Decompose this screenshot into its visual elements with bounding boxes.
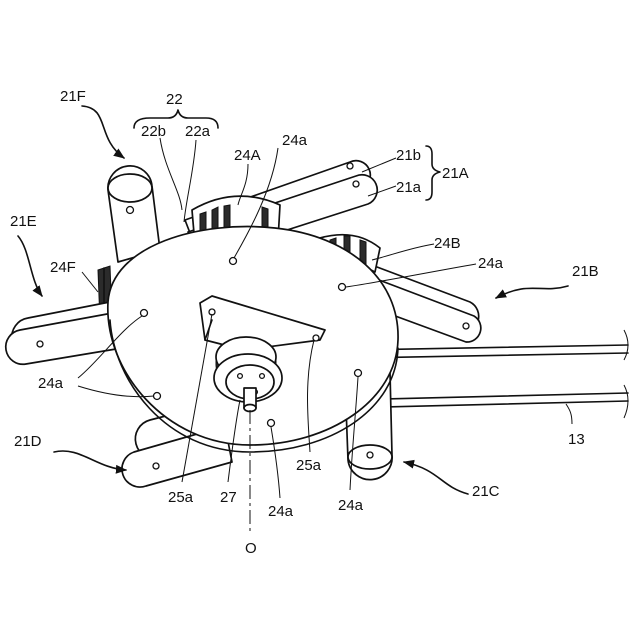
label-axis-o: O — [245, 540, 257, 557]
label-24a-top: 24a — [282, 132, 308, 149]
label-22a: 22a — [185, 123, 211, 140]
label-24B: 24B — [434, 235, 461, 252]
label-24F: 24F — [50, 259, 76, 276]
label-24a-left: 24a — [38, 375, 64, 392]
label-27: 27 — [220, 489, 237, 506]
label-21b: 21b — [396, 147, 421, 164]
label-21A: 21A — [442, 165, 469, 182]
label-25a-right: 25a — [296, 457, 322, 474]
label-13: 13 — [568, 431, 585, 448]
label-24a-bottom-1: 24a — [268, 503, 294, 520]
label-25a-left: 25a — [168, 489, 194, 506]
label-21F: 21F — [60, 88, 86, 105]
label-24A: 24A — [234, 147, 261, 164]
label-21C: 21C — [472, 483, 500, 500]
label-22: 22 — [166, 91, 183, 108]
label-21B: 21B — [572, 263, 599, 280]
label-21a: 21a — [396, 179, 422, 196]
label-24a-right: 24a — [478, 255, 504, 272]
label-21D: 21D — [14, 433, 42, 450]
label-22b: 22b — [141, 123, 166, 140]
label-24a-bottom-2: 24a — [338, 497, 364, 514]
label-21E: 21E — [10, 213, 37, 230]
